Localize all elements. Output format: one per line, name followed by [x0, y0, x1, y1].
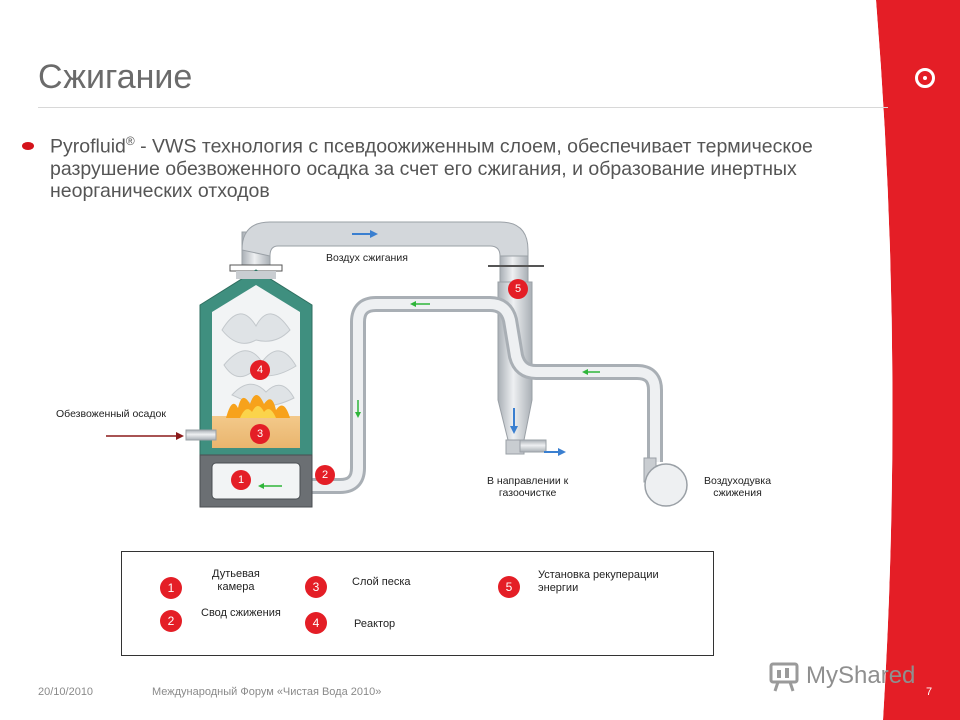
sludge-arrowhead [176, 432, 184, 440]
tree-chart-icon [769, 662, 799, 692]
gas-cleaning-label: В направлении к газоочистке [487, 475, 568, 499]
logo-ring-icon [915, 68, 935, 88]
legend-item-1: Дутьевая камера [212, 568, 260, 594]
air-pipe [258, 296, 663, 494]
gas-label-line1: В направлении к [487, 475, 569, 487]
legend-marker-3: 3 [305, 576, 327, 598]
diagram-marker-4: 4 [250, 360, 270, 380]
blue-arrow-icon [352, 230, 566, 456]
blower-label-line2: сжижения [713, 487, 762, 499]
intro-text: - VWS технология с псевдоожиженным слоем… [50, 135, 813, 202]
legend-item-5: Установка рекуперации энергии [538, 569, 659, 595]
legend-item-1-line1: Дутьевая [212, 568, 260, 580]
intro-paragraph: Pyrofluid® - VWS технология с псевдоожиж… [50, 130, 880, 202]
sludge-inlet [185, 429, 217, 441]
title-divider [38, 107, 888, 108]
legend-marker-5: 5 [498, 576, 520, 598]
legend-box [121, 551, 714, 656]
legend-marker-1: 1 [160, 577, 182, 599]
legend-item-4: Реактор [354, 618, 396, 630]
blower-label: Воздуходувка сжижения [704, 475, 771, 499]
intro-brand: Pyrofluid [50, 135, 126, 158]
bullet-icon [22, 142, 34, 150]
footer-event: Международный Форум «Чистая Вода 2010» [152, 686, 382, 698]
sludge-label: Обезвоженный осадок [56, 408, 166, 420]
watermark-text: MyShared [806, 662, 916, 689]
legend-item-3: Слой песка [352, 576, 411, 588]
diagram-marker-2: 2 [315, 465, 335, 485]
diagram-marker-5: 5 [508, 279, 528, 299]
page-number: 7 [926, 686, 933, 698]
footer-date: 20/10/2010 [38, 686, 94, 698]
gas-label-line2: газоочистке [498, 487, 557, 499]
diagram-marker-3: 3 [250, 424, 270, 444]
blower-label-line1: Воздуходувка [704, 475, 772, 487]
diagram-marker-1: 1 [231, 470, 251, 490]
green-arrow-icon [258, 301, 600, 489]
blower-icon [643, 457, 688, 507]
legend-marker-4: 4 [305, 612, 327, 634]
legend-item-5-line1: Установка рекуперации [538, 569, 659, 581]
legend-item-5-line2: энергии [538, 582, 579, 594]
slide-title: Сжигание [38, 58, 193, 96]
intro-reg-mark: ® [125, 134, 135, 148]
legend-item-2: Свод сжижения [201, 607, 281, 619]
flame-icon [226, 395, 290, 418]
legend-marker-2: 2 [160, 610, 182, 632]
legend-item-1-line2: камера [217, 581, 255, 593]
air-label: Воздух сжигания [326, 252, 408, 264]
logo-dot [923, 76, 927, 80]
